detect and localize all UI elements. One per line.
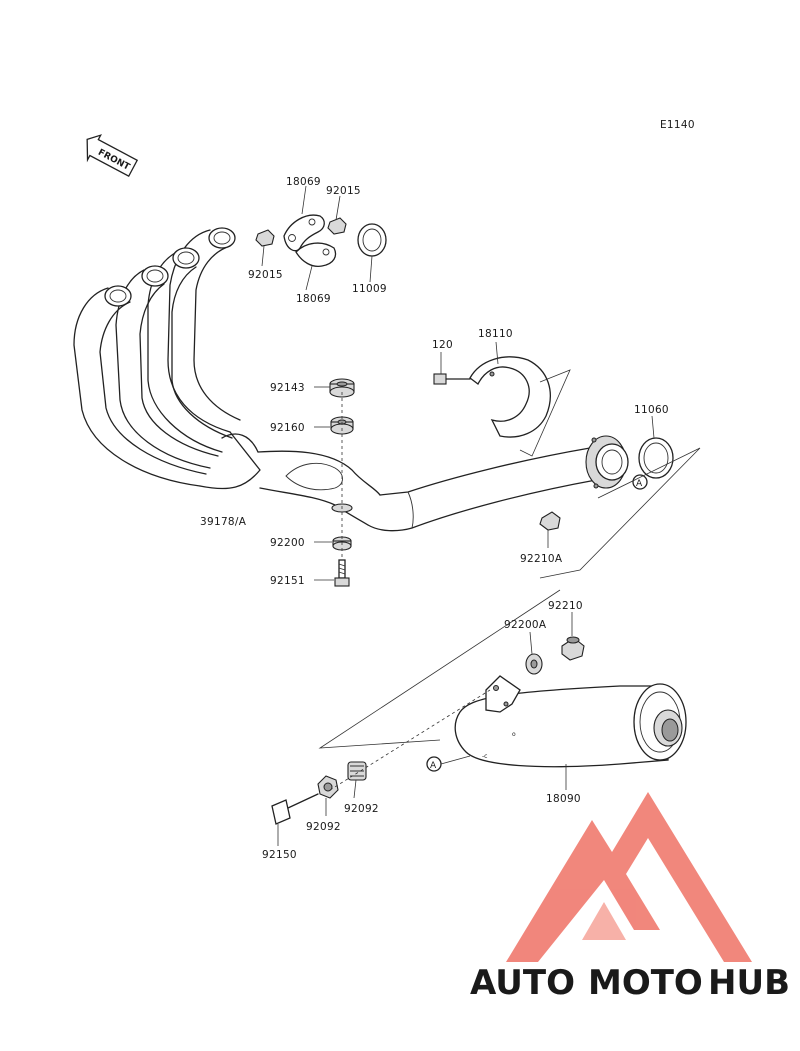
nut-92210-part [561, 636, 585, 661]
label-18110: 18110 [478, 328, 513, 340]
label-11060: 11060 [634, 404, 669, 416]
label-39178a: 39178/A [200, 516, 247, 528]
callout-a-upper: A [632, 474, 648, 490]
label-92092-right: 92092 [344, 803, 379, 815]
svg-text:A: A [430, 761, 437, 771]
heat-shield-18110-part [469, 356, 551, 438]
svg-text:o: o [512, 731, 516, 738]
label-92200a: 92200A [504, 619, 547, 631]
label-92015-left: 92015 [248, 269, 283, 281]
label-92210: 92210 [548, 600, 583, 612]
washer-92200a-part [525, 653, 543, 675]
muffler-18090-part: o -c [454, 675, 687, 768]
exhaust-header-pipes [73, 227, 629, 532]
label-18090: 18090 [546, 793, 581, 805]
wordmark-hub: HUB [708, 963, 790, 1003]
label-18069-top: 18069 [286, 176, 321, 188]
part-labels: 18069 92015 92015 18069 11009 120 18110 … [200, 176, 669, 861]
wordmark-moto: MOTO [588, 963, 703, 1003]
label-92160: 92160 [270, 422, 305, 434]
callout-a-lower: A [426, 756, 442, 772]
nut-92210a-part [539, 511, 561, 531]
bolt-92150-part [271, 793, 319, 825]
automotohub-wordmark: AUTO MOTO HUB [470, 963, 790, 1003]
diagram-code: E1140 [660, 119, 695, 131]
flange-18069-part [283, 214, 337, 268]
front-arrow-icon: FRONT [86, 134, 139, 178]
label-11009: 11009 [352, 283, 387, 295]
wordmark-auto: AUTO [470, 963, 575, 1003]
rubber-92160-part [330, 416, 354, 435]
bolt-92151-part [334, 559, 350, 587]
label-92143: 92143 [270, 382, 305, 394]
label-92200: 92200 [270, 537, 305, 549]
bolt-120-part [433, 373, 471, 385]
nut-92015-part [255, 217, 347, 247]
leader-lines [261, 185, 655, 846]
svg-text:A: A [636, 479, 643, 489]
label-120: 120 [432, 339, 453, 351]
svg-text:-c: -c [482, 753, 487, 760]
label-92210a: 92210A [520, 553, 563, 565]
rubber-92092-left-part [317, 775, 339, 799]
label-92151: 92151 [270, 575, 305, 587]
label-92150: 92150 [262, 849, 297, 861]
label-92015-top: 92015 [326, 185, 361, 197]
automotohub-logo [506, 792, 752, 962]
label-92092-left: 92092 [306, 821, 341, 833]
label-18069-bottom: 18069 [296, 293, 331, 305]
